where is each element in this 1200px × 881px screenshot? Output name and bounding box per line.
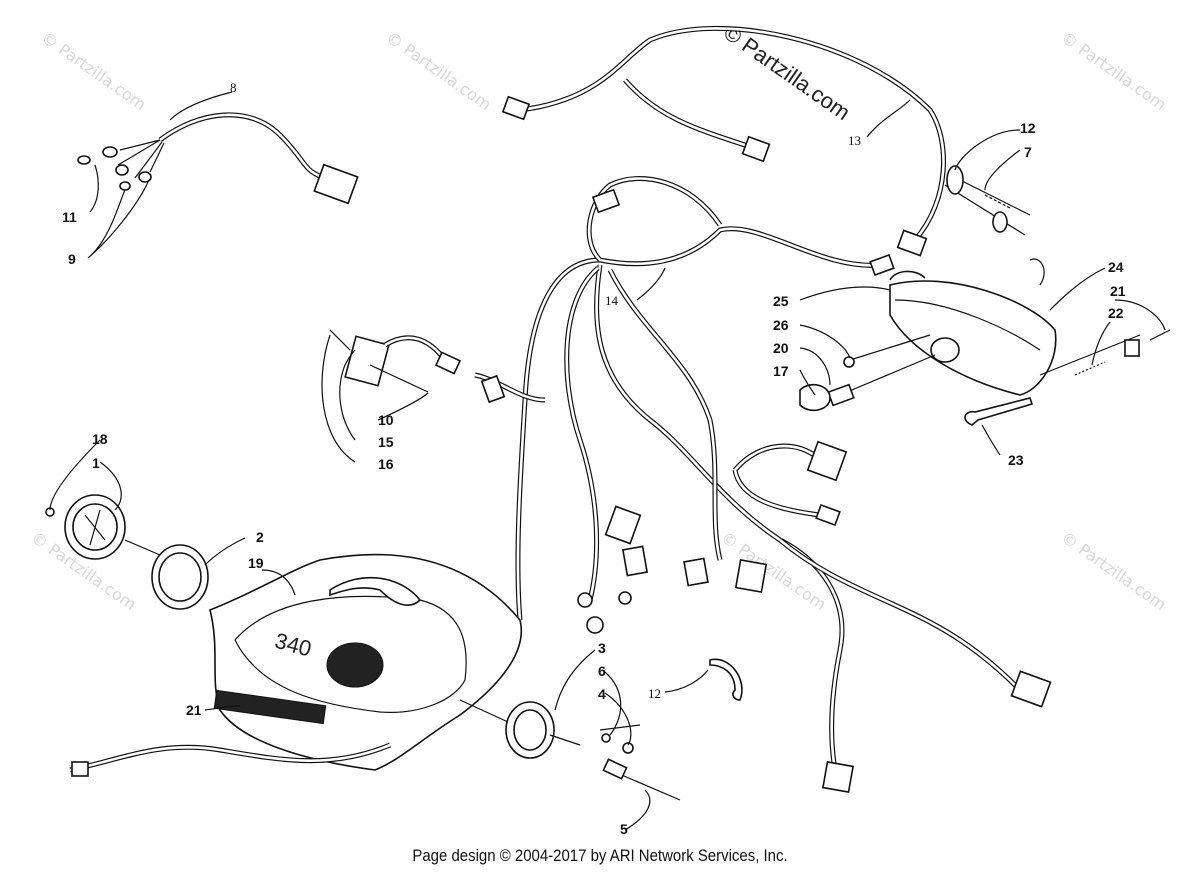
wire-harness-8 [77, 112, 359, 205]
callout-10: 10 [378, 412, 394, 428]
tachometer-3 [459, 658, 743, 801]
callout-27: 26 [773, 317, 789, 333]
callout-5: 5 [620, 821, 628, 837]
watermark-tile: © Partzilla.com [38, 28, 150, 114]
callout-1: 1 [92, 455, 100, 471]
callout-21: 20 [773, 340, 789, 356]
callout-18: 17 [773, 363, 789, 379]
bezel-ring-2 [151, 544, 209, 610]
callout-13: 13 [848, 133, 861, 148]
watermark-tile: © Partzilla.com [1058, 28, 1170, 114]
callout-6: 6 [598, 663, 606, 679]
callout-22: 21 [1110, 283, 1126, 299]
callout-17: 19 [248, 555, 264, 571]
callout-25: 24 [1108, 259, 1124, 275]
instrument-console-17: 340 [69, 553, 523, 777]
wire-harness-13 [501, 25, 946, 257]
speedometer-1 [45, 494, 161, 560]
callout-9: 9 [68, 251, 76, 267]
leader-lines [49, 91, 1166, 831]
watermark-tile: © Partzilla.com [718, 528, 830, 614]
lead-assembly-7 [944, 165, 1031, 236]
callout-12-bottom: 12 [648, 686, 661, 701]
callout-20: 21 [186, 702, 202, 718]
callout-3: 3 [598, 640, 606, 656]
callout-24: 23 [1008, 452, 1024, 468]
wire-harness-14 [515, 176, 1052, 793]
callout-11: 11 [62, 209, 77, 225]
callout-2: 2 [256, 529, 264, 545]
callout-8: 8 [230, 80, 237, 95]
callout-4: 4 [598, 686, 606, 702]
page-footer: Page design © 2004-2017 by ARI Network S… [412, 846, 788, 865]
headlight-housing-25 [799, 258, 1171, 426]
callout-15: 15 [378, 434, 394, 450]
callout-labels: 8 11 9 12 7 13 14 24 21 22 25 26 20 17 2… [62, 80, 1126, 837]
callout-19: 18 [92, 431, 108, 447]
callout-12-top: 12 [1020, 120, 1036, 136]
callout-16: 16 [378, 456, 394, 472]
callout-7: 7 [1024, 144, 1032, 160]
watermark-tile: © Partzilla.com [1058, 528, 1170, 614]
callout-23: 22 [1108, 305, 1124, 321]
callout-26: 25 [773, 293, 789, 309]
switch-assembly-10 [329, 329, 546, 404]
watermark-tile: © Partzilla.com [383, 28, 495, 114]
callout-14: 14 [605, 293, 619, 308]
